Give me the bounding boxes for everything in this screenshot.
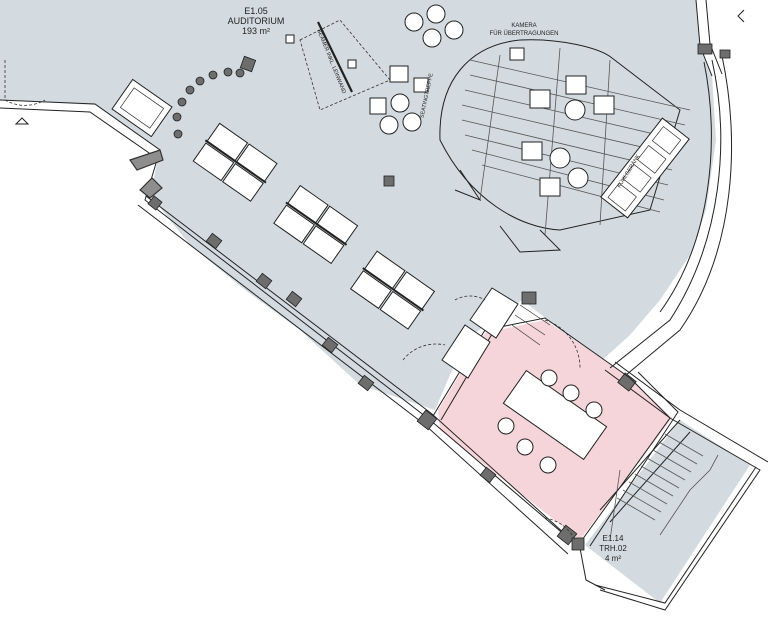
round-tables: [285, 4, 615, 197]
auditorium-name: AUDITORIUM: [228, 16, 285, 26]
desk-cluster-3: [349, 250, 436, 330]
auditorium-area: 193 m²: [242, 26, 270, 36]
desk-cluster-2: [273, 184, 359, 265]
auditorium-id: E1.05: [244, 6, 268, 16]
auditorium-floor[interactable]: [0, 0, 716, 410]
camera-label-line1: KAMERA: [511, 23, 536, 29]
stair-room-floor[interactable]: [585, 420, 750, 603]
stair-room-area: 4 m²: [605, 554, 621, 563]
storage-unit: [441, 287, 551, 379]
beamer-lines: [299, 19, 391, 111]
camera-label-line2: FÜR ÜBERTRAGUNGEN: [490, 30, 559, 37]
stool-arc: [172, 55, 257, 139]
staircase: [599, 419, 719, 541]
stair-room-id: E1.14: [603, 534, 624, 543]
doors: [4, 9, 745, 361]
meeting-table-set: [497, 369, 608, 474]
stair-room-name: TRH.02: [599, 544, 627, 553]
desk-cluster-1: [192, 122, 278, 202]
sofa: [111, 78, 173, 138]
meeting-room-walls: [432, 291, 679, 551]
cooling-bench: [600, 117, 690, 219]
